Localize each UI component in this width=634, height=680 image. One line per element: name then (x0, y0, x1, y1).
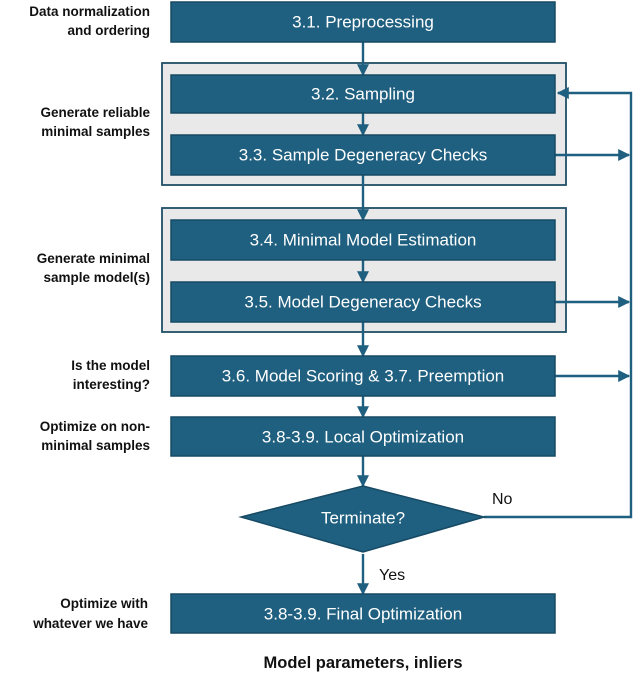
side-label-sampling: Generate reliable minimal samples (40, 105, 150, 139)
side-label-line: Generate reliable (40, 105, 150, 120)
node-sampling-label: 3.2. Sampling (311, 85, 415, 104)
side-label-local-optimization: Optimize on non- minimal samples (40, 419, 150, 453)
node-scoring: 3.6. Model Scoring & 3.7. Preemption (170, 355, 556, 397)
side-label-final-optimization: Optimize with whatever we have (32, 596, 148, 631)
node-preprocessing: 3.1. Preprocessing (170, 1, 556, 43)
edge-label-no: No (492, 491, 513, 508)
side-label-line: Data normalization (29, 4, 150, 19)
node-final-optimization-label: 3.8-3.9. Final Optimization (264, 605, 462, 624)
side-label-line: Generate minimal (37, 251, 150, 266)
side-label-line: Optimize on non- (40, 419, 150, 434)
node-sampling: 3.2. Sampling (170, 74, 556, 114)
node-model-degeneracy-label: 3.5. Model Degeneracy Checks (244, 293, 481, 312)
node-model-degeneracy: 3.5. Model Degeneracy Checks (170, 281, 556, 323)
node-local-optimization: 3.8-3.9. Local Optimization (170, 416, 556, 457)
side-label-preprocessing: Data normalization and ordering (29, 4, 150, 38)
node-minimal-model: 3.4. Minimal Model Estimation (170, 219, 556, 261)
side-label-model: Generate minimal sample model(s) (37, 251, 150, 285)
node-scoring-label: 3.6. Model Scoring & 3.7. Preemption (222, 367, 505, 386)
side-label-line: Optimize with (60, 596, 148, 611)
side-label-line: and ordering (67, 23, 150, 38)
node-local-optimization-label: 3.8-3.9. Local Optimization (262, 428, 464, 447)
node-sample-degeneracy-label: 3.3. Sample Degeneracy Checks (239, 146, 488, 165)
side-label-line: interesting? (73, 377, 150, 392)
side-label-scoring: Is the model interesting? (71, 358, 150, 392)
edge-label-yes: Yes (379, 567, 405, 584)
node-preprocessing-label: 3.1. Preprocessing (292, 13, 434, 32)
node-final-optimization: 3.8-3.9. Final Optimization (170, 593, 556, 634)
node-terminate-label: Terminate? (321, 509, 405, 528)
side-label-line: Is the model (71, 358, 150, 373)
edge-terminate-no-loop (484, 87, 633, 519)
node-minimal-model-label: 3.4. Minimal Model Estimation (250, 231, 477, 250)
output-label: Model parameters, inliers (264, 654, 463, 672)
side-label-line: minimal samples (41, 438, 150, 453)
side-label-line: sample model(s) (43, 270, 150, 285)
side-label-line: whatever we have (32, 616, 148, 631)
node-sample-degeneracy: 3.3. Sample Degeneracy Checks (170, 134, 556, 176)
side-label-line: minimal samples (41, 124, 150, 139)
node-terminate-decision: Terminate? (238, 485, 487, 553)
